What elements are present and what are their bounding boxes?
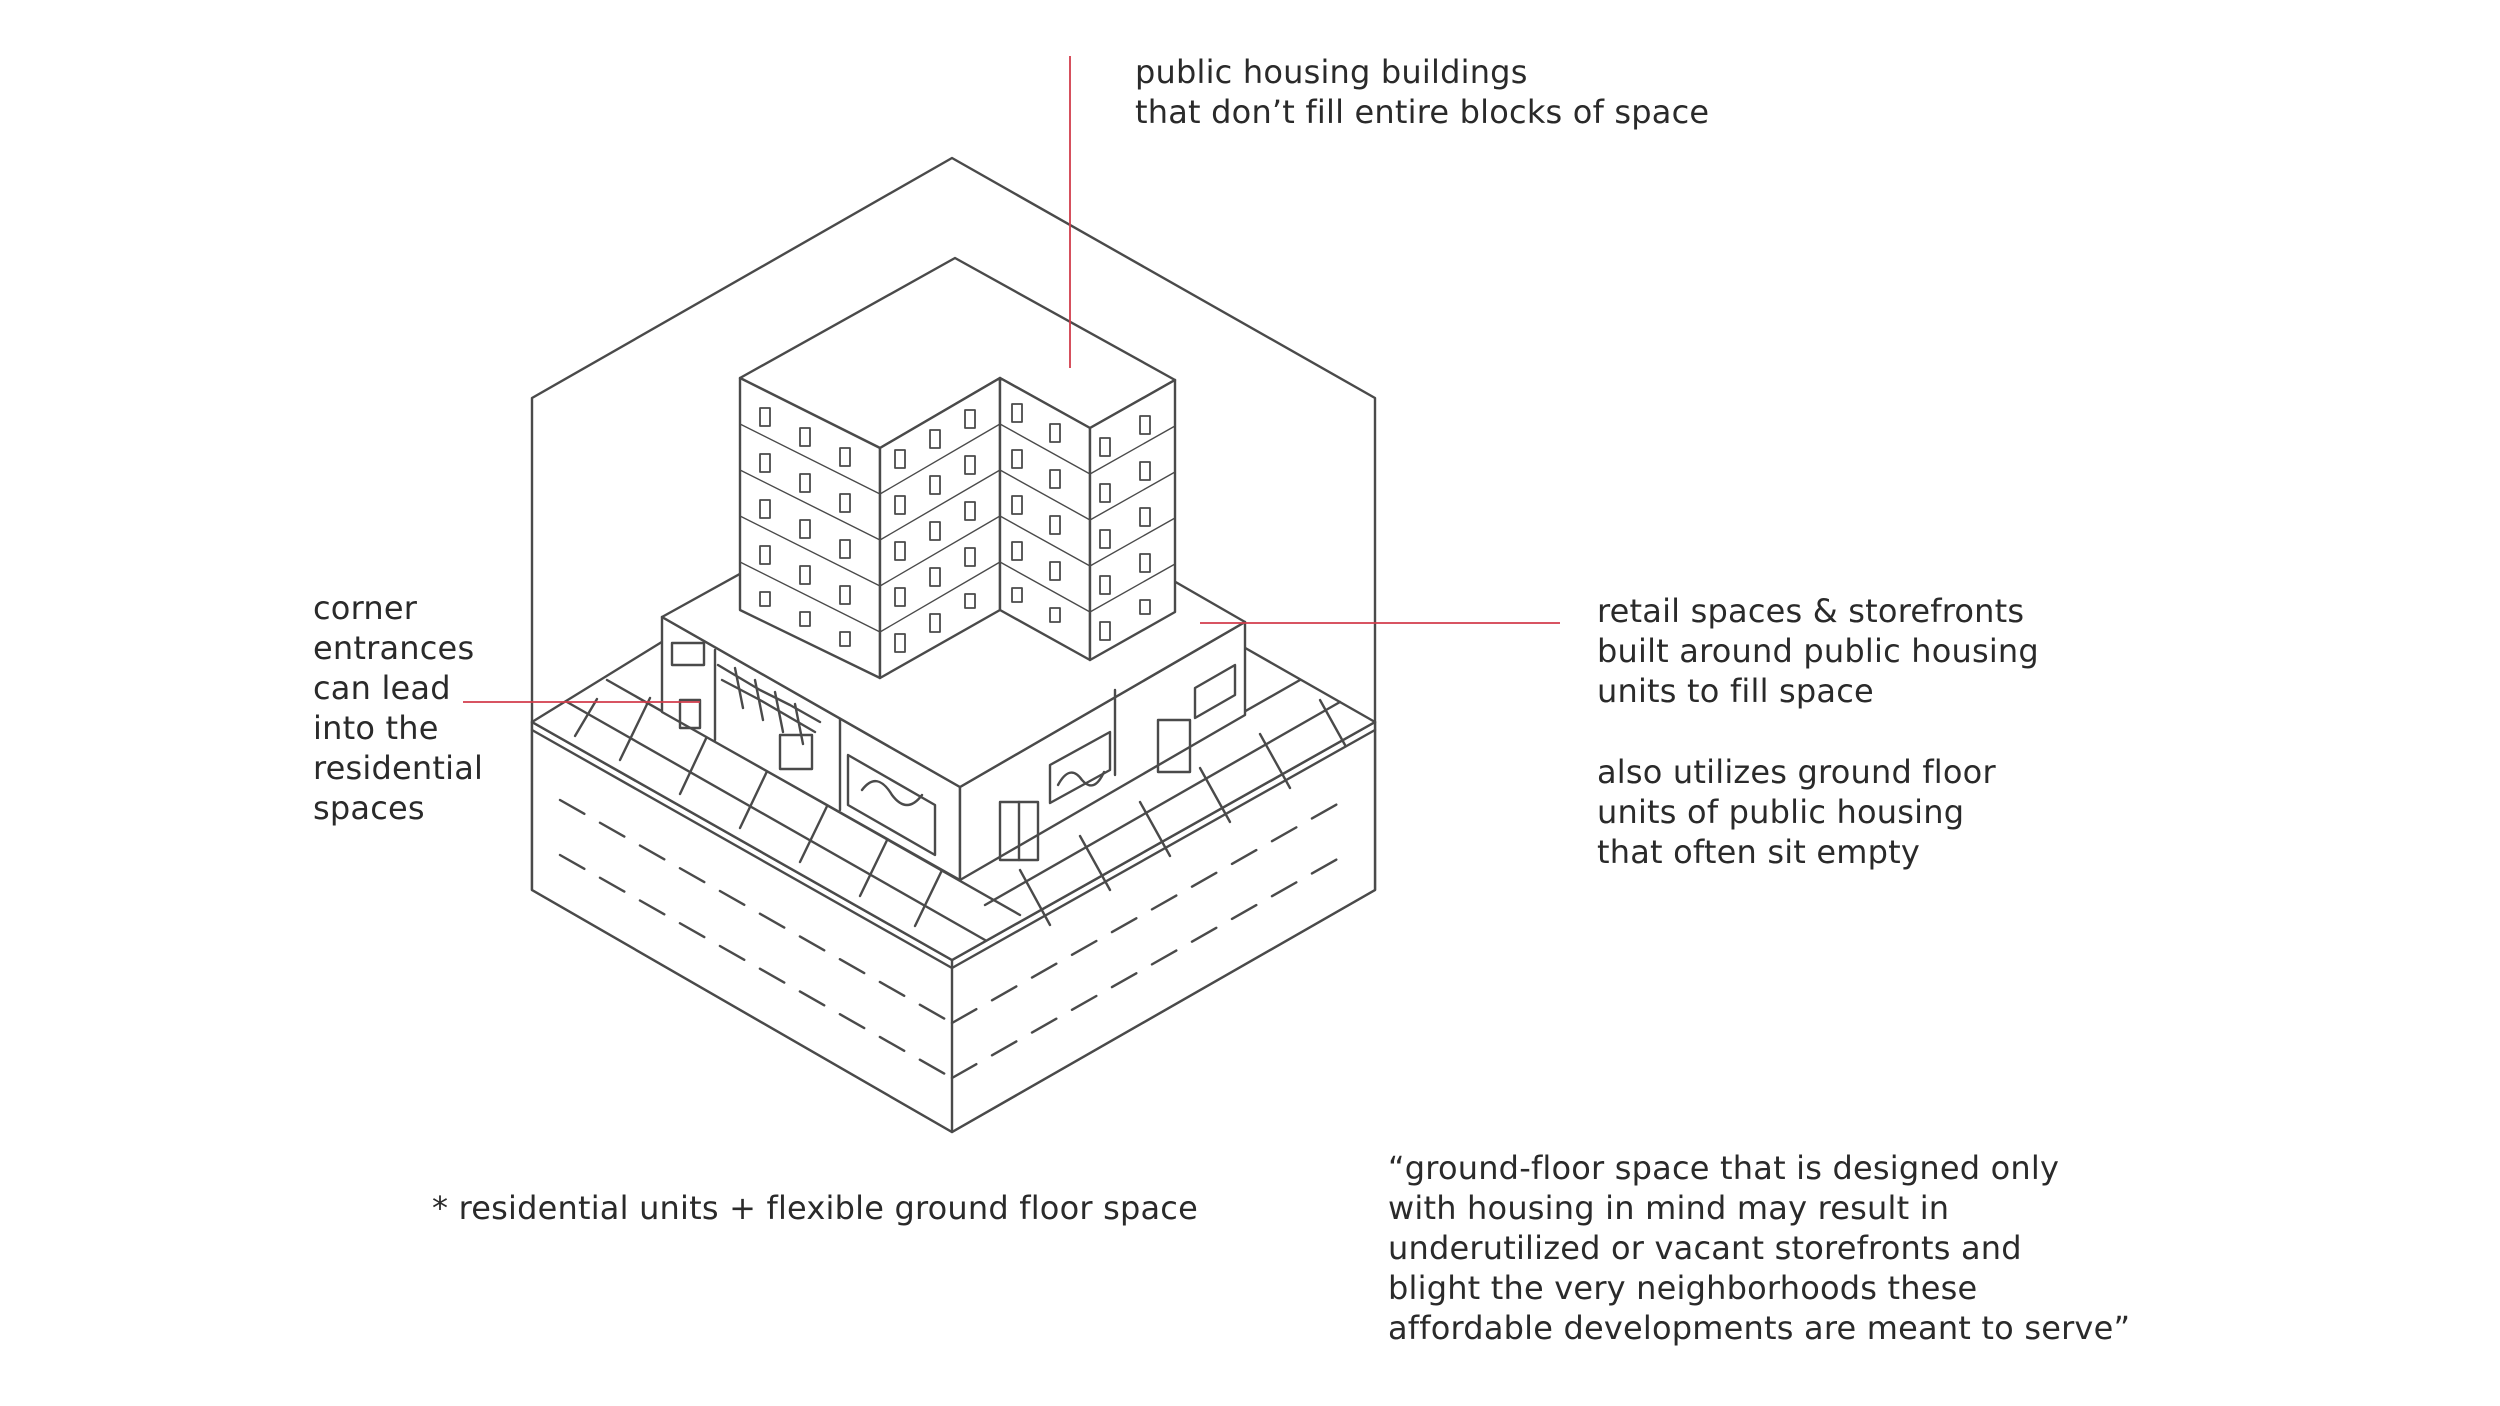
label-public-housing: public housing buildings that don’t fill… bbox=[1135, 53, 1710, 131]
housing-tower bbox=[738, 256, 1177, 680]
label-ground-floor-units: also utilizes ground floor units of publ… bbox=[1597, 753, 1996, 871]
label-corner-entrances: corner entrances can lead into the resid… bbox=[313, 589, 484, 827]
leader-lines bbox=[463, 56, 1560, 703]
tower-windows bbox=[759, 403, 1151, 653]
quote-block: “ground-floor space that is designed onl… bbox=[1388, 1149, 2131, 1347]
footnote: * residential units + flexible ground fl… bbox=[432, 1189, 1198, 1227]
label-retail-spaces: retail spaces & storefronts built around… bbox=[1597, 592, 2039, 710]
